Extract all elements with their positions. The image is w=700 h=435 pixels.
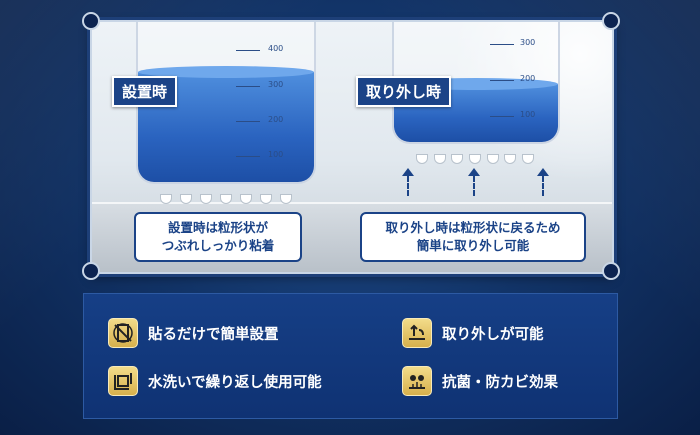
foot <box>260 194 272 204</box>
feature-label: 抗菌・防カビ効果 <box>442 374 558 391</box>
right-arrow-stem <box>542 176 544 196</box>
feature-removable: 取り外しが可能 <box>402 318 544 348</box>
installed-callout: 設置時は粒形状が つぶれしっかり粘着 <box>134 212 302 262</box>
foot <box>180 194 192 204</box>
foot <box>220 194 232 204</box>
foot <box>200 194 212 204</box>
feature-label: 取り外しが可能 <box>442 326 544 343</box>
foot <box>486 154 499 164</box>
center-arrow-stem <box>473 176 475 196</box>
installed-label: 設置時 <box>112 76 178 107</box>
left-tick-label-100: 100 <box>268 150 284 159</box>
peel-off-icon <box>402 318 432 348</box>
foot <box>433 154 446 164</box>
right-tick-label-200: 200 <box>520 74 536 83</box>
right-tick-200 <box>490 80 514 81</box>
feature-antibacterial: 抗菌・防カビ効果 <box>402 366 558 396</box>
right-cup-water <box>394 78 558 142</box>
right-tick-label-300: 300 <box>520 38 536 47</box>
frame-corner-deco <box>602 12 620 30</box>
foot <box>521 154 534 164</box>
foot <box>451 154 464 164</box>
left-tick-200 <box>236 121 260 122</box>
features-panel: 貼るだけで簡単設置 取り外しが可能 水洗いで繰り返し使用可能 <box>83 293 618 419</box>
no-tools-icon <box>108 318 138 348</box>
foot <box>240 194 252 204</box>
foot <box>416 154 428 164</box>
illustration-panel: 400 300 200 100 300 200 100 <box>90 20 614 274</box>
removal-label: 取り外し時 <box>356 76 452 107</box>
removal-callout-line2: 簡単に取り外し可能 <box>416 238 530 253</box>
frame-corner-deco <box>82 262 100 280</box>
removal-callout-line1: 取り外し時は粒形状に戻るため <box>385 220 561 235</box>
feature-washable: 水洗いで繰り返し使用可能 <box>108 366 322 396</box>
feature-easy-install: 貼るだけで簡単設置 <box>108 318 279 348</box>
right-tick-label-100: 100 <box>520 110 536 119</box>
rinse-reuse-icon <box>108 366 138 396</box>
installed-callout-line2: つぶれしっかり粘着 <box>161 238 275 253</box>
frame-corner-deco <box>82 12 100 30</box>
foot <box>468 154 481 164</box>
left-arrow-up-icon <box>402 168 414 176</box>
left-cup-feet <box>160 194 292 204</box>
right-tick-300 <box>490 44 514 45</box>
right-arrow-up-icon <box>537 168 549 176</box>
left-tick-label-200: 200 <box>268 115 284 124</box>
left-tick-300 <box>236 86 260 87</box>
left-tick-label-400: 400 <box>268 44 284 53</box>
feature-label: 水洗いで繰り返し使用可能 <box>148 374 322 391</box>
removal-callout: 取り外し時は粒形状に戻るため 簡単に取り外し可能 <box>360 212 586 262</box>
left-tick-100 <box>236 156 260 157</box>
foot <box>504 154 517 164</box>
foot <box>160 194 172 204</box>
feature-label: 貼るだけで簡単設置 <box>148 326 279 343</box>
right-tick-100 <box>490 116 514 117</box>
left-tick-400 <box>236 50 260 51</box>
foot <box>280 194 292 204</box>
left-tick-label-300: 300 <box>268 80 284 89</box>
center-arrow-up-icon <box>468 168 480 176</box>
right-cup-feet <box>416 154 534 164</box>
left-arrow-stem <box>407 176 409 196</box>
installed-callout-line1: 設置時は粒形状が <box>167 220 268 235</box>
frame-corner-deco <box>602 262 620 280</box>
antibacterial-icon <box>402 366 432 396</box>
